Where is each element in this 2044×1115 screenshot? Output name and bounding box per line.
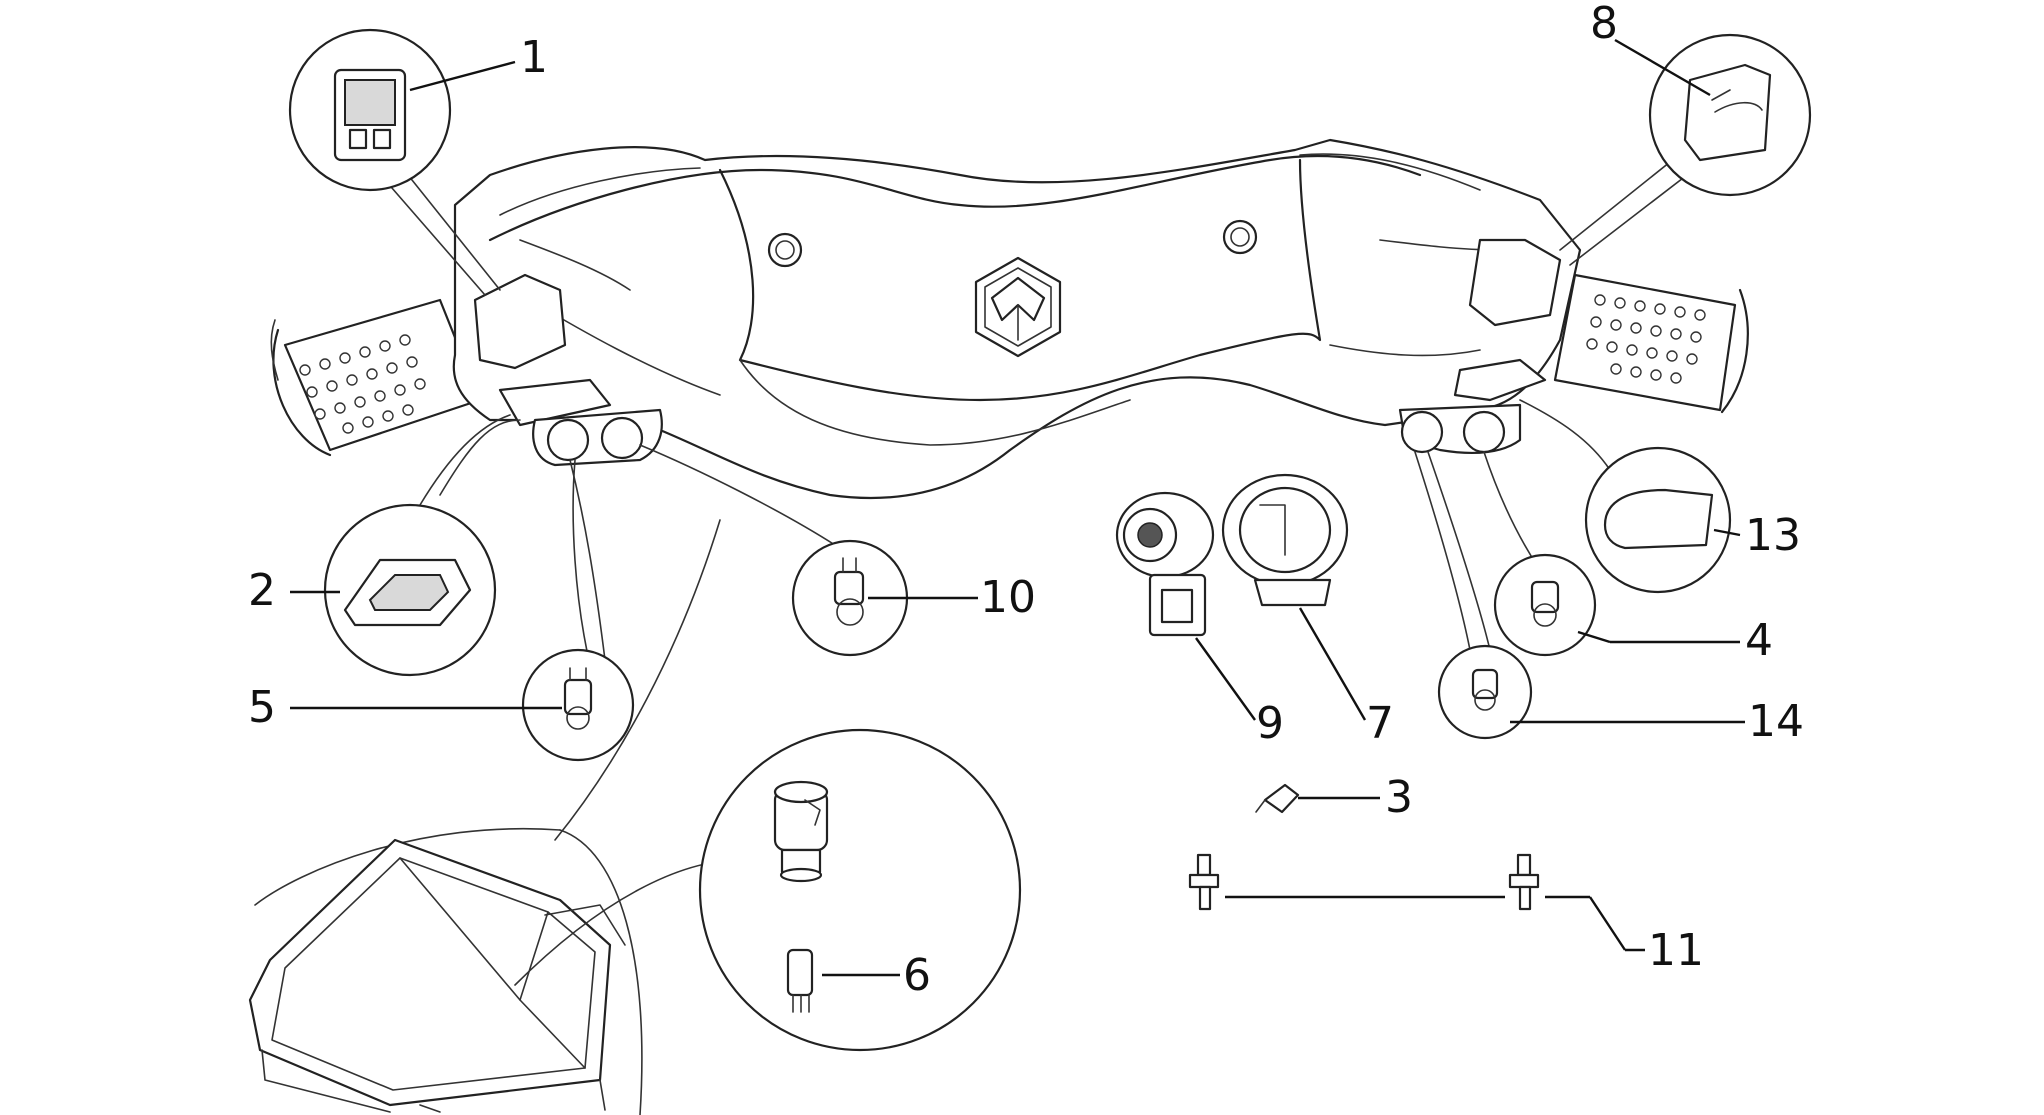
shield-logo [974,256,1062,358]
instrument-housing [248,827,643,1115]
label-part-2: 2 [248,565,276,616]
part-3-bulb: 3 [1255,772,1413,823]
callout-part-5: 5 [248,459,635,762]
callout-part-14: 14 [1414,451,1804,747]
part-9-ignition: 9 [1115,491,1284,749]
part-11-clips: 11 [1188,853,1704,976]
callout-part-13: 13 [1519,399,1801,594]
part-7-cover: 7 [1221,473,1394,749]
label-part-7: 7 [1366,698,1394,749]
label-part-6: 6 [903,950,931,1001]
callout-part-8: 8 [1559,0,1812,266]
label-part-14: 14 [1748,696,1804,747]
right-grip [1553,273,1749,414]
label-part-8: 8 [1590,0,1618,49]
label-part-5: 5 [248,682,276,733]
left-grip [270,298,482,457]
left-grip-dots [299,334,426,434]
label-part-9: 9 [1256,698,1284,749]
label-part-3: 3 [1385,772,1413,823]
handlebar-cover [270,138,1749,500]
callout-part-2: 2 [248,414,521,677]
right-grip-dots [1586,294,1706,384]
label-part-11: 11 [1648,925,1704,976]
label-part-13: 13 [1745,510,1801,561]
label-part-10: 10 [980,572,1036,623]
callout-part-10: 10 [639,444,1036,657]
label-part-4: 4 [1745,615,1773,666]
callout-part-6: 6 [514,519,1022,1052]
label-part-1: 1 [520,32,548,83]
callout-part-1: 1 [288,28,548,296]
callout-part-4: 4 [1483,451,1773,666]
